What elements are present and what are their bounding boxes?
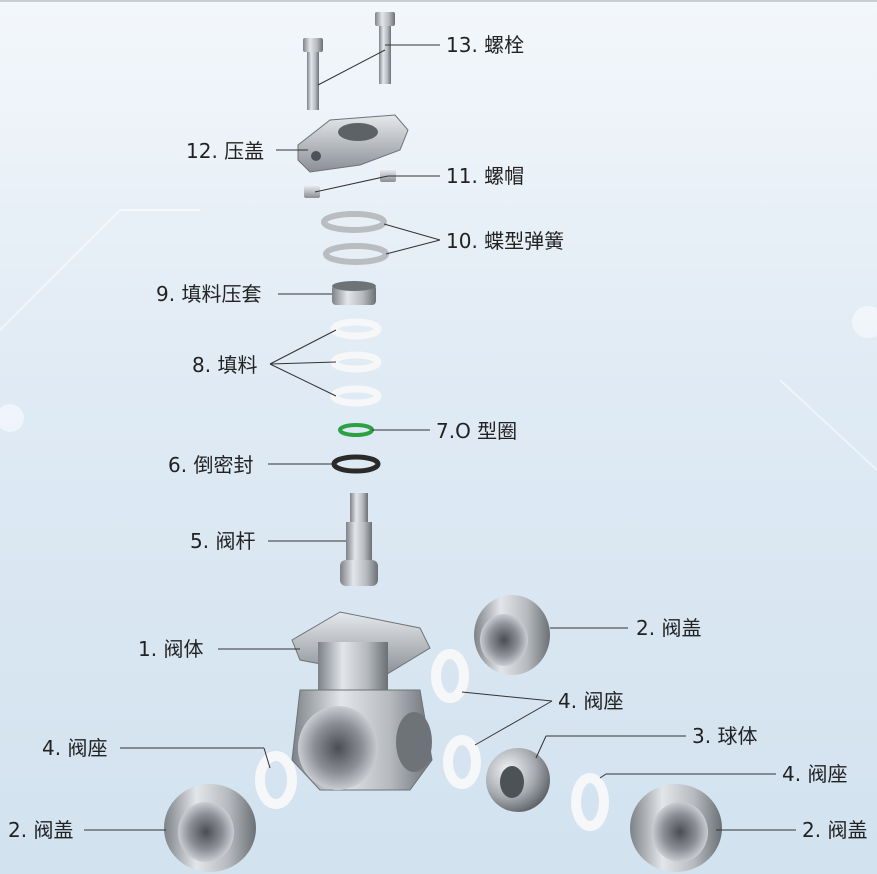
label-cap-right-bottom: 2. 阀盖 <box>802 818 867 842</box>
cap-part-left <box>164 784 256 872</box>
ball-part <box>486 748 550 812</box>
leader-lines <box>84 44 796 831</box>
label-valve-body: 1. 阀体 <box>138 637 203 661</box>
bolt-part <box>303 12 395 110</box>
label-seat-left: 4. 阀座 <box>42 736 107 760</box>
label-nut: 11. 螺帽 <box>446 164 524 188</box>
label-ball: 3. 球体 <box>692 724 757 748</box>
gland-part <box>297 114 409 173</box>
packing-part <box>330 318 382 407</box>
label-bolt: 13. 螺栓 <box>446 33 524 57</box>
cap-part-right-bottom <box>630 784 722 872</box>
valve-body-part <box>291 611 433 791</box>
label-packing-sleeve: 9. 填料压套 <box>156 282 261 306</box>
label-seat-mid: 4. 阀座 <box>558 689 623 713</box>
label-stem: 5. 阀杆 <box>190 529 255 553</box>
packing-sleeve-part <box>332 281 376 305</box>
label-seat-right: 4. 阀座 <box>782 762 847 786</box>
background-decoration <box>0 0 877 2</box>
seat-part <box>255 649 609 831</box>
label-oring: 7.O 型圈 <box>436 419 517 443</box>
label-packing: 8. 填料 <box>192 353 257 377</box>
disc-spring-part <box>321 211 389 265</box>
label-gland: 12. 压盖 <box>186 139 264 163</box>
label-cap-left: 2. 阀盖 <box>8 818 73 842</box>
cap-part-right-top <box>474 595 550 675</box>
label-cap-right-top: 2. 阀盖 <box>636 616 701 640</box>
inverted-seal-part <box>331 454 381 474</box>
oring-part <box>338 423 374 437</box>
label-inverted-seal: 6. 倒密封 <box>168 453 253 477</box>
stem-part <box>340 493 378 586</box>
label-disc-spring: 10. 蝶型弹簧 <box>446 229 564 253</box>
